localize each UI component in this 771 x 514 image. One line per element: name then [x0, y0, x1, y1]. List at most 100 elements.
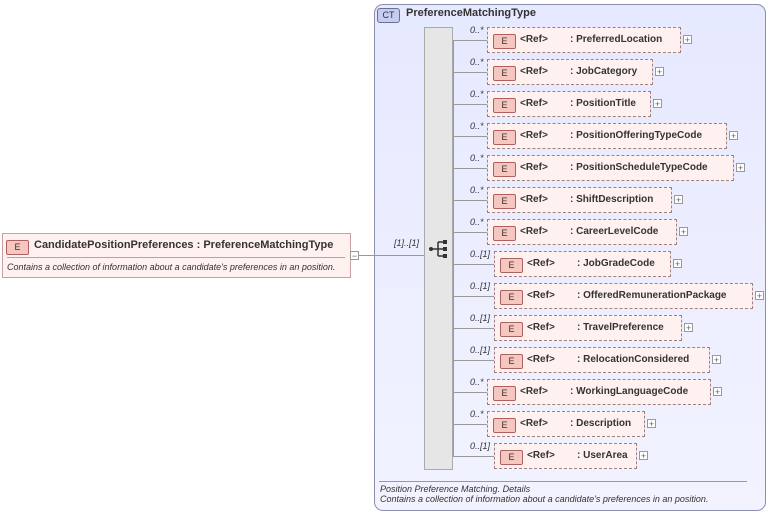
child-connector-line — [453, 264, 494, 265]
complex-type-divider — [379, 481, 747, 482]
child-connector-line — [453, 232, 487, 233]
expand-toggle[interactable]: + — [674, 195, 683, 205]
expand-toggle[interactable]: + — [729, 131, 738, 141]
expand-toggle[interactable]: + — [713, 387, 722, 397]
expand-toggle[interactable]: + — [639, 451, 648, 461]
child-element-box[interactable]: E <Ref> : JobGradeCode — [494, 251, 671, 277]
element-badge: E — [500, 450, 523, 465]
child-ref-label: <Ref> — [520, 418, 548, 429]
expand-toggle[interactable]: + — [684, 323, 693, 333]
child-connector-line — [453, 328, 494, 329]
child-multiplicity: 0..* — [470, 377, 484, 387]
child-element-row: 0..*E<Ref>: CareerLevelCode+ — [0, 217, 771, 245]
sequence-trunk-line — [453, 40, 454, 456]
element-badge: E — [493, 34, 516, 49]
child-connector-line — [453, 392, 487, 393]
child-connector-line — [453, 360, 494, 361]
element-badge: E — [500, 354, 523, 369]
child-multiplicity: 0..* — [470, 153, 484, 163]
child-multiplicity: 0..* — [470, 121, 484, 131]
child-element-name: : PositionOfferingTypeCode — [570, 130, 703, 141]
child-connector-line — [453, 72, 487, 73]
child-connector-line — [453, 40, 487, 41]
child-ref-label: <Ref> — [520, 194, 548, 205]
child-element-box[interactable]: E<Ref>: CareerLevelCode — [487, 219, 677, 245]
child-element-box[interactable]: E <Ref> : PositionScheduleTypeCode — [487, 155, 734, 181]
expand-toggle[interactable]: + — [653, 99, 662, 109]
expand-toggle[interactable]: + — [655, 67, 664, 77]
child-element-name: : OfferedRemunerationPackage — [577, 290, 727, 301]
child-element-box[interactable]: E<Ref>: UserArea — [494, 443, 637, 469]
child-element-box[interactable]: E <Ref> : JobCategory — [487, 59, 653, 85]
main-element-doc: Contains a collection of information abo… — [7, 262, 336, 272]
child-ref-label: <Ref> — [527, 258, 555, 269]
child-element-row: 0..*E<Ref>: PositionTitle+ — [0, 89, 771, 117]
expand-toggle[interactable]: + — [712, 355, 721, 365]
child-multiplicity: 0..[1] — [470, 249, 491, 259]
expand-toggle[interactable]: + — [647, 419, 656, 429]
child-element-row: 0..*E<Ref>: ShiftDescription+ — [0, 185, 771, 213]
child-ref-label: <Ref> — [520, 130, 548, 141]
child-ref-label: <Ref> — [527, 354, 555, 365]
main-element-type: : PreferenceMatchingType — [196, 239, 334, 251]
child-connector-line — [453, 200, 487, 201]
expand-toggle[interactable]: + — [673, 259, 682, 269]
child-element-row: 0..*E<Ref>: PreferredLocation+ — [0, 25, 771, 53]
child-element-box[interactable]: E<Ref>: PositionTitle — [487, 91, 651, 117]
child-element-name: : UserArea — [577, 450, 628, 461]
child-element-name: : PositionScheduleTypeCode — [570, 162, 708, 173]
child-element-box[interactable]: E<Ref>: TravelPreference — [494, 315, 682, 341]
child-ref-label: <Ref> — [527, 322, 555, 333]
child-element-name: : Description — [570, 418, 632, 429]
child-element-name: : JobGradeCode — [577, 258, 655, 269]
child-element-row: 0..* E <Ref> : JobCategory + — [0, 57, 771, 85]
complex-type-badge: CT — [377, 8, 400, 23]
element-badge: E — [493, 98, 516, 113]
child-element-box[interactable]: E <Ref> : ShiftDescription — [487, 187, 672, 213]
child-ref-label: <Ref> — [527, 290, 555, 301]
child-multiplicity: 0..* — [470, 217, 484, 227]
child-ref-label: <Ref> — [520, 386, 548, 397]
expand-toggle[interactable]: + — [683, 35, 692, 45]
child-element-name: : CareerLevelCode — [570, 226, 659, 237]
child-element-row: 0..[1]E<Ref>: UserArea+ — [0, 441, 771, 469]
element-badge: E — [493, 194, 516, 209]
child-element-box[interactable]: E<Ref>: PreferredLocation — [487, 27, 681, 53]
element-badge: E — [493, 162, 516, 177]
main-element-box[interactable]: E CandidatePositionPreferences : Prefere… — [2, 233, 351, 278]
element-badge: E — [493, 130, 516, 145]
element-badge: E — [500, 258, 523, 273]
collapse-toggle[interactable]: − — [350, 251, 359, 261]
child-ref-label: <Ref> — [520, 34, 548, 45]
expand-toggle[interactable]: + — [679, 227, 688, 237]
child-element-box[interactable]: E<Ref>: Description — [487, 411, 645, 437]
main-element-divider — [7, 257, 345, 258]
child-element-name: : ShiftDescription — [570, 194, 654, 205]
child-element-box[interactable]: E<Ref>: WorkingLanguageCode — [487, 379, 711, 405]
child-multiplicity: 0..* — [470, 57, 484, 67]
child-ref-label: <Ref> — [520, 162, 548, 173]
child-element-name: : JobCategory — [570, 66, 638, 77]
child-element-box[interactable]: E<Ref>: OfferedRemunerationPackage — [494, 283, 753, 309]
main-element-label: CandidatePositionPreferences : Preferenc… — [34, 239, 333, 251]
child-element-row: 0..[1]E<Ref>: OfferedRemunerationPackage… — [0, 281, 771, 309]
child-connector-line — [453, 424, 487, 425]
element-badge: E — [493, 66, 516, 81]
child-element-box[interactable]: E <Ref> : PositionOfferingTypeCode — [487, 123, 727, 149]
child-ref-label: <Ref> — [520, 226, 548, 237]
child-multiplicity: 0..[1] — [470, 345, 491, 355]
expand-toggle[interactable]: + — [755, 291, 764, 301]
sequence-icon[interactable] — [428, 238, 450, 260]
child-ref-label: <Ref> — [520, 98, 548, 109]
complex-type-title: PreferenceMatchingType — [406, 7, 537, 19]
child-element-name: : RelocationConsidered — [577, 354, 690, 365]
child-element-box[interactable]: E <Ref> : RelocationConsidered — [494, 347, 710, 373]
child-multiplicity: 0..* — [470, 409, 484, 419]
expand-toggle[interactable]: + — [736, 163, 745, 173]
element-badge: E — [500, 322, 523, 337]
element-badge: E — [493, 386, 516, 401]
child-connector-line — [453, 104, 487, 105]
child-ref-label: <Ref> — [520, 66, 548, 77]
child-connector-line — [453, 296, 494, 297]
child-connector-line — [453, 456, 494, 457]
